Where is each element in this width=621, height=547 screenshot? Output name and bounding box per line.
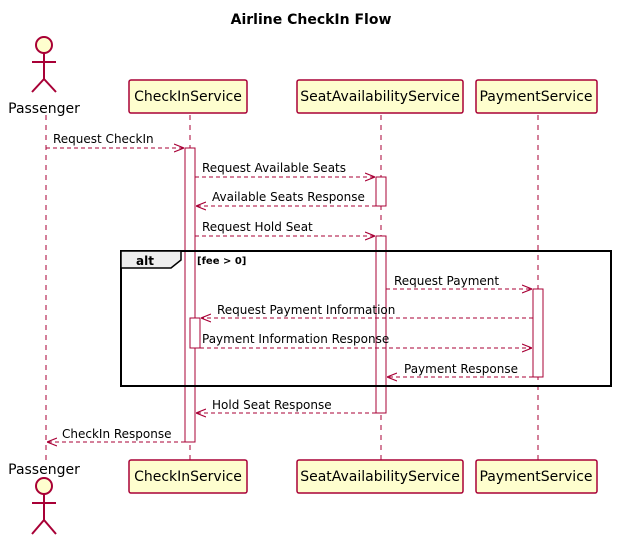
actor-passenger-bottom: Passenger bbox=[8, 462, 80, 535]
message-label: Request Payment bbox=[394, 274, 499, 288]
message-request-checkin: Request CheckIn bbox=[46, 132, 184, 148]
participant-checkinservice-bottom: CheckInService bbox=[128, 459, 248, 494]
participant-label: PaymentService bbox=[479, 469, 592, 485]
message-label: Request Available Seats bbox=[202, 161, 346, 175]
participant-label: SeatAvailabilityService bbox=[300, 89, 460, 105]
participant-seatavailabilityservice-bottom: SeatAvailabilityService bbox=[296, 459, 464, 494]
alt-fragment-label: alt bbox=[136, 254, 154, 268]
message-label: Request Payment Information bbox=[217, 303, 395, 317]
message-request-payment: Request Payment bbox=[386, 274, 532, 289]
actor-label: Passenger bbox=[8, 101, 80, 117]
activation-checkinservice-nested bbox=[189, 317, 201, 349]
alt-fragment-tab bbox=[120, 250, 182, 269]
activation-checkinservice bbox=[184, 147, 196, 443]
message-hold-seat-response: Hold Seat Response bbox=[196, 398, 376, 413]
message-request-available-seats: Request Available Seats bbox=[195, 161, 375, 177]
participant-checkinservice-top: CheckInService bbox=[128, 79, 248, 114]
actor-label: Passenger bbox=[8, 462, 80, 478]
message-request-hold-seat: Request Hold Seat bbox=[195, 220, 375, 236]
message-request-payment-information: Request Payment Information bbox=[201, 303, 533, 318]
stick-figure-icon bbox=[31, 36, 57, 93]
message-label: Available Seats Response bbox=[212, 190, 365, 204]
participant-seatavailabilityservice-top: SeatAvailabilityService bbox=[296, 79, 464, 114]
message-payment-response: Payment Response bbox=[387, 362, 533, 377]
alt-guard-label: [fee > 0] bbox=[197, 256, 246, 267]
message-label: Hold Seat Response bbox=[212, 398, 332, 412]
message-available-seats-response: Available Seats Response bbox=[196, 190, 376, 206]
message-label: CheckIn Response bbox=[62, 427, 172, 441]
actor-passenger-top: Passenger bbox=[8, 36, 80, 117]
message-label: Request Hold Seat bbox=[202, 220, 313, 234]
message-label: Payment Response bbox=[404, 362, 518, 376]
participant-label: CheckInService bbox=[134, 469, 242, 485]
participant-label: CheckInService bbox=[134, 89, 242, 105]
message-checkin-response: CheckIn Response bbox=[47, 427, 185, 442]
message-label: Payment Information Response bbox=[202, 332, 389, 346]
participant-paymentservice-top: PaymentService bbox=[475, 79, 598, 114]
alt-fragment: alt [fee > 0] bbox=[120, 250, 612, 387]
activation-seatavailabilityservice bbox=[375, 176, 387, 207]
stick-figure-icon bbox=[31, 477, 57, 535]
participant-paymentservice-bottom: PaymentService bbox=[475, 459, 598, 494]
participant-label: PaymentService bbox=[479, 89, 592, 105]
message-label: Request CheckIn bbox=[53, 132, 154, 146]
activation-paymentservice bbox=[532, 288, 544, 378]
diagram-title: Airline CheckIn Flow bbox=[231, 12, 392, 28]
activation-seatavailabilityservice bbox=[375, 235, 387, 414]
message-payment-information-response: Payment Information Response bbox=[200, 332, 532, 348]
participant-label: SeatAvailabilityService bbox=[300, 469, 460, 485]
